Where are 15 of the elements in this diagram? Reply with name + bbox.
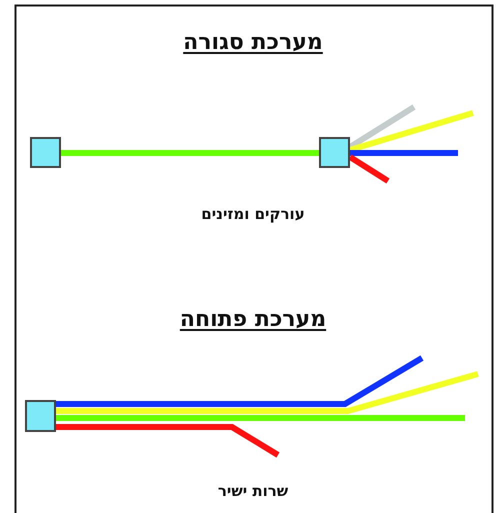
heading: מערכת סגורה — [183, 30, 323, 55]
caption: עורקים ומזינים — [201, 205, 305, 223]
line — [56, 371, 479, 414]
line — [348, 154, 390, 184]
line — [349, 110, 474, 153]
line — [56, 355, 424, 407]
line — [61, 150, 319, 156]
heading: מערכת פתוחה — [180, 307, 326, 332]
caption: שרות ישיר — [218, 482, 288, 500]
square-node — [30, 137, 61, 168]
line — [56, 415, 465, 421]
square-node — [319, 137, 350, 168]
line — [350, 150, 458, 156]
line — [56, 424, 280, 458]
square-node — [25, 400, 56, 432]
